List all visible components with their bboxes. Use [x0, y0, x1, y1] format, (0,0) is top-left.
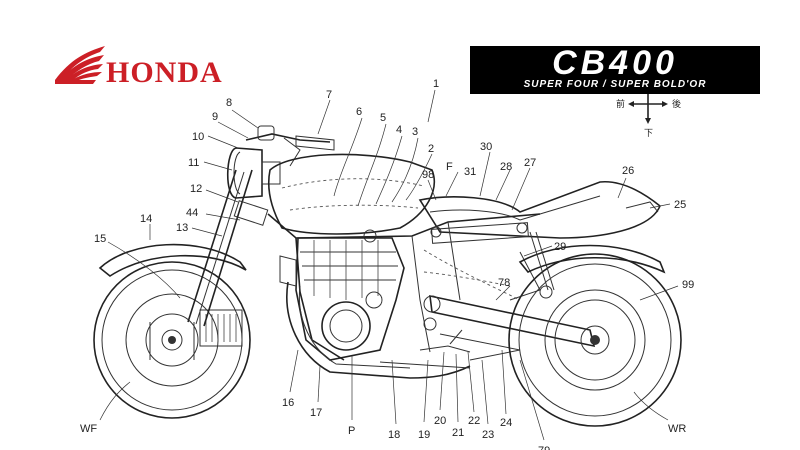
direction-front-label: 前	[616, 98, 625, 110]
label-79: 79	[538, 445, 550, 450]
label-4: 4	[396, 124, 402, 136]
label-5: 5	[380, 112, 386, 124]
label-99: 99	[682, 279, 694, 291]
label-20: 20	[434, 415, 446, 427]
front-wheel	[94, 262, 250, 418]
label-17: 17	[310, 407, 322, 419]
label-9: 9	[212, 111, 218, 123]
label-22: 22	[468, 415, 480, 427]
label-19: 19	[418, 429, 430, 441]
label-26: 26	[622, 165, 634, 177]
rear-shock	[530, 232, 554, 290]
label-3: 3	[412, 126, 418, 138]
honda-wing-icon	[55, 46, 105, 84]
direction-indicator: 前 後 下	[616, 88, 681, 139]
label-7: 7	[326, 89, 332, 101]
label-11: 11	[188, 157, 199, 169]
label-1: 1	[433, 78, 439, 90]
label-F: F	[446, 161, 453, 173]
label-12: 12	[190, 183, 202, 195]
label-23: 23	[482, 429, 494, 441]
motorcycle-drawing	[94, 126, 681, 426]
direction-rear-label: 後	[672, 98, 681, 110]
label-78: 78	[498, 277, 510, 289]
label-WF: WF	[80, 423, 97, 435]
label-44: 44	[186, 207, 198, 219]
label-P: P	[348, 425, 355, 437]
label-6: 6	[356, 106, 362, 118]
label-15: 15	[94, 233, 106, 245]
label-98: 98	[422, 169, 434, 181]
label-10: 10	[192, 131, 204, 143]
label-24: 24	[500, 417, 512, 429]
model-badge: CB400 SUPER FOUR / SUPER BOLD'OR	[470, 46, 760, 94]
label-28: 28	[500, 161, 512, 173]
label-8: 8	[226, 97, 232, 109]
exhaust-pipe	[287, 282, 470, 378]
model-title: CB400	[470, 46, 760, 80]
fuel-tank	[269, 154, 434, 234]
leader-lines	[100, 90, 678, 440]
label-31: 31	[464, 166, 476, 178]
label-WR: WR	[668, 423, 686, 435]
label-27: 27	[524, 157, 536, 169]
seat-tail	[420, 182, 660, 238]
label-30: 30	[480, 141, 492, 153]
honda-wordmark: HONDA	[106, 56, 223, 89]
model-subtitle: SUPER FOUR / SUPER BOLD'OR	[470, 79, 760, 91]
label-25: 25	[674, 199, 686, 211]
label-2: 2	[428, 143, 434, 155]
label-18: 18	[388, 429, 400, 441]
label-21: 21	[452, 427, 464, 439]
direction-down-label: 下	[644, 129, 653, 139]
label-29: 29	[554, 241, 566, 253]
label-13: 13	[176, 222, 188, 234]
label-14: 14	[140, 213, 152, 225]
label-16: 16	[282, 397, 294, 409]
